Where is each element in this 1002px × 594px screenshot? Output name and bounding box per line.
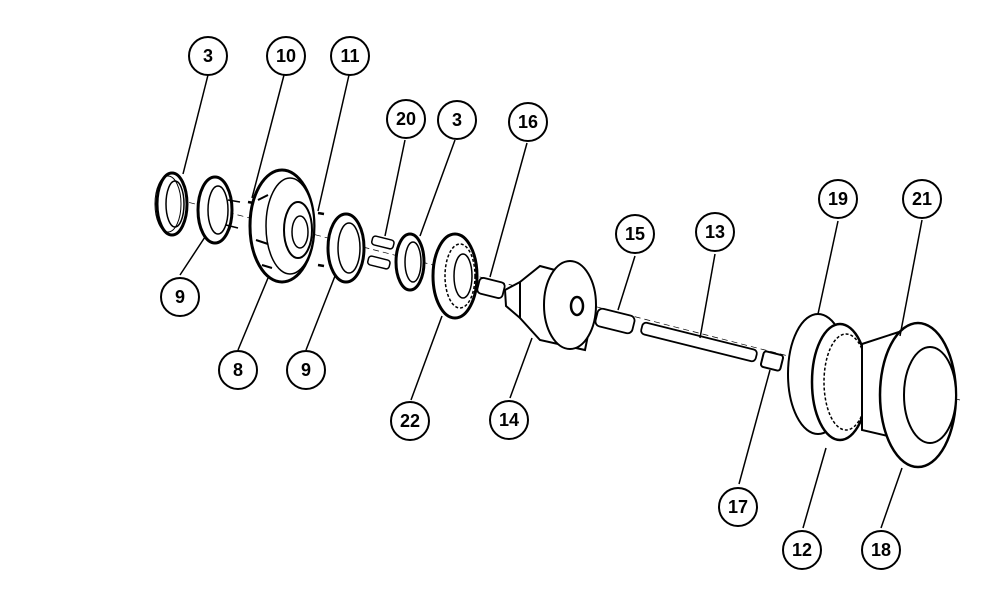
svg-text:12: 12 — [792, 540, 812, 560]
callout-21: 21 — [902, 179, 942, 219]
callout-8: 8 — [218, 350, 258, 390]
part-9-ring-left — [196, 175, 241, 245]
callout-13: 13 — [695, 212, 735, 252]
svg-text:19: 19 — [828, 189, 848, 209]
part-3-seal-ring-left — [154, 171, 189, 237]
callout-3b: 3 — [437, 100, 477, 140]
svg-text:9: 9 — [175, 287, 185, 307]
callout-22: 22 — [390, 401, 430, 441]
callout-14: 14 — [489, 400, 529, 440]
callout-12: 12 — [782, 530, 822, 570]
svg-text:22: 22 — [400, 411, 420, 431]
callouts: 3 10 11 20 3 16 9 8 — [160, 36, 942, 570]
svg-text:11: 11 — [340, 46, 359, 66]
svg-text:20: 20 — [396, 109, 416, 129]
svg-text:13: 13 — [705, 222, 725, 242]
svg-text:9: 9 — [301, 360, 311, 380]
part-19-12-bearing-assembly — [787, 313, 870, 442]
part-14-roller-body — [503, 260, 597, 352]
svg-text:16: 16 — [518, 112, 538, 132]
svg-text:15: 15 — [625, 224, 645, 244]
part-17-nut — [759, 350, 785, 372]
svg-text:21: 21 — [912, 189, 932, 209]
part-20-bolts — [367, 235, 395, 270]
callout-16: 16 — [508, 102, 548, 142]
callout-18: 18 — [861, 530, 901, 570]
callout-20: 20 — [386, 99, 426, 139]
part-13-shaft — [640, 321, 758, 363]
part-15-sleeve — [594, 307, 636, 335]
callout-15: 15 — [615, 214, 655, 254]
part-22-bearing — [431, 232, 479, 320]
svg-text:17: 17 — [728, 497, 748, 517]
leader-lines — [179, 74, 923, 529]
callout-11: 11 — [330, 36, 370, 76]
callout-3a: 3 — [188, 36, 228, 76]
part-9-ring-right — [326, 212, 366, 284]
callout-19: 19 — [818, 179, 858, 219]
svg-text:14: 14 — [499, 410, 519, 430]
part-8-housing — [248, 168, 316, 284]
svg-text:3: 3 — [203, 46, 213, 66]
callout-9b: 9 — [286, 350, 326, 390]
part-16-bushing — [476, 277, 506, 299]
callout-9a: 9 — [160, 277, 200, 317]
part-3-seal-ring-right — [394, 232, 426, 292]
svg-text:18: 18 — [871, 540, 891, 560]
svg-text:8: 8 — [233, 360, 243, 380]
svg-text:3: 3 — [452, 110, 462, 130]
part-21-18-end-cap — [861, 321, 958, 469]
callout-10: 10 — [266, 36, 306, 76]
svg-text:10: 10 — [276, 46, 296, 66]
callout-17: 17 — [718, 487, 758, 527]
